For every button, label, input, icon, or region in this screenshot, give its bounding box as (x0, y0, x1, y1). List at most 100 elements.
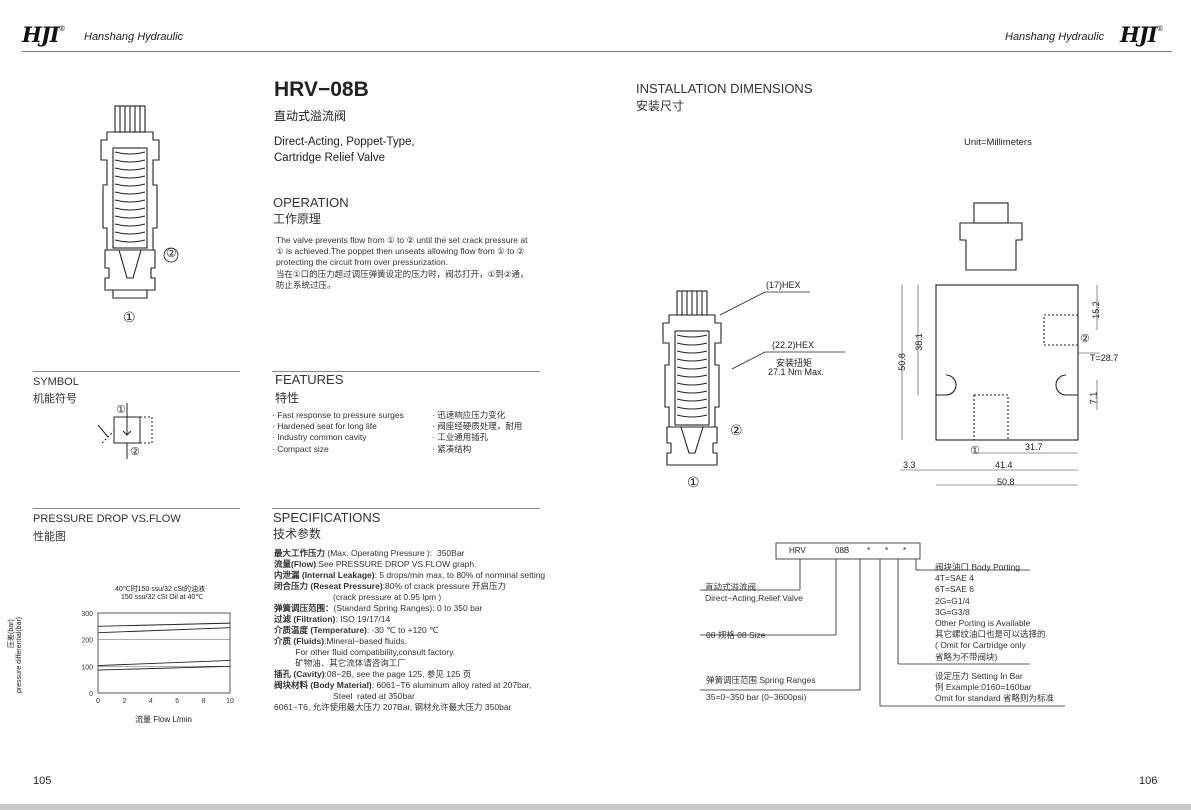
dim-38-1: 38.1 (913, 333, 924, 351)
x-tick-label: 4 (149, 698, 153, 705)
cutaway-drawing-left (100, 105, 179, 299)
product-model: HRV−08B (274, 78, 369, 101)
chart-ylabel-en: pressure differential(bar) (16, 616, 23, 693)
body-port-2: ② (1080, 333, 1090, 345)
hex-17-label: (17)HEX (766, 280, 801, 290)
spec-row: For other fluid compatibility,consult fa… (274, 647, 456, 657)
dim-31-7: 31.7 (1025, 442, 1043, 452)
dim-7-1: 7.1 (1088, 391, 1099, 405)
order-code-4: * (903, 546, 907, 555)
order-code-2: * (867, 546, 871, 555)
hex-leaders (720, 291, 845, 370)
y-tick-label: 200 (81, 638, 93, 645)
order-size: 08 规格 08 Size (706, 630, 766, 640)
operation-title: OPERATION (273, 195, 349, 210)
symbol-rule (33, 371, 240, 372)
y-tick-label: 0 (89, 691, 93, 698)
x-tick-label: 2 (122, 698, 126, 705)
symbol-title: SYMBOL (33, 376, 79, 388)
order-setting: 设定压力 Setting In Bar 例 Example:0160=160ba… (935, 671, 1055, 704)
brand-logo-right: HJI® (1120, 22, 1164, 47)
dim-3-3: 3.3 (903, 460, 916, 470)
ordering-code-diagram (700, 542, 1065, 707)
list-item: · 阀座经硬质处理，耐用 (432, 421, 523, 432)
series-line-0 (97, 622, 231, 627)
cutaway-port-1-label: ① (123, 309, 136, 325)
spec-row: 闭合压力 (Reseat Pressure):80% of crack pres… (274, 581, 506, 591)
torque-label: 27.1 Nm Max. (768, 367, 825, 377)
spec-row: 介质温度 (Temperature): -30 ℃ to +120 ℃ (274, 625, 439, 635)
chart-ylabel-zh: 压差(bar) (8, 619, 15, 648)
operation-title-zh: 工作原理 (273, 212, 322, 226)
spec-row: 插孔 (Cavity):08−2B, see the page 125, 参见 … (274, 669, 472, 679)
product-name-zh: 直动式溢流阀 (274, 109, 347, 123)
header-divider (22, 51, 1172, 52)
brand-logo-left: HJI® (22, 22, 66, 47)
series-line-3 (97, 665, 231, 671)
dim-t-28-7: T=28.7 (1090, 353, 1119, 363)
product-desc-1: Direct-Acting, Poppet-Type, (274, 136, 415, 148)
y-tick-label: 100 (81, 664, 93, 671)
list-item: · Compact size (272, 443, 329, 454)
pressure-drop-title-zh: 性能图 (33, 531, 66, 543)
unit-label: Unit=Millimeters (964, 137, 1032, 148)
hex-22-label: (22.2)HEX (772, 340, 815, 350)
spec-row: 流量(Flow):See PRESSURE DROP VS.FLOW graph… (274, 559, 477, 569)
operation-text: The valve prevents flow from ① to ② unti… (276, 235, 529, 290)
footer-bar (0, 804, 1191, 810)
pressure-drop-rule (33, 508, 240, 509)
series-line-2 (97, 660, 231, 666)
list-item: · 工业通用插孔 (432, 432, 489, 443)
page-number-left: 105 (33, 775, 52, 787)
x-tick-label: 8 (202, 698, 206, 705)
list-item: · Hardened seat for long life (272, 421, 377, 432)
features-list-en: · Fast response to pressure surges · Har… (272, 410, 404, 455)
features-rule (272, 371, 540, 372)
order-code-1: 08B (835, 546, 850, 555)
chart-xlabel: 流量 Flow L/min (135, 715, 192, 724)
spec-rule (272, 508, 540, 509)
spec-row: 弹簧调压范围：(Standard Spring Ranges): 0 to 35… (274, 603, 483, 613)
brand-name-left: Hanshang Hydraulic (84, 31, 184, 43)
dim-50-8-v: 50.8 (896, 353, 907, 371)
pressure-drop-title: PRESSURE DROP VS.FLOW (33, 513, 181, 525)
hydraulic-symbol (97, 403, 153, 459)
spec-row: 6061−T6, 允许使用最大压力 207Bar, 钢材允许最大压力 350ba… (274, 702, 512, 712)
page-number-right: 106 (1139, 775, 1158, 787)
body-dimension-drawing (900, 202, 1100, 486)
install-port-1: ① (687, 474, 700, 490)
spec-row: 阀块材料 (Body Material): 6061−T6 aluminum a… (274, 680, 532, 690)
symbol-title-zh: 机能符号 (33, 393, 77, 405)
x-tick-label: 10 (226, 698, 234, 705)
chart-note-zh: 40℃时150 ssu/32 cSt的油液 (115, 586, 205, 593)
cutaway-port-2-label: ② (166, 246, 177, 260)
list-item: · 迅速响应压力变化 (432, 410, 506, 420)
x-tick-label: 0 (96, 698, 100, 705)
order-porting: 阀块油口 Body Porting 4T=SAE 4 6T=SAE 6 2G=G… (935, 562, 1046, 662)
symbol-port-1: ① (116, 404, 126, 416)
spec-title: SPECIFICATIONS (273, 510, 381, 525)
spec-row: 最大工作压力 (Max. Operating Pressure ): 350Ba… (274, 548, 465, 558)
dim-50-8-h: 50.8 (997, 477, 1015, 487)
spec-row: 介质 (Fluids):Mineral−based fluids. (274, 636, 407, 646)
series-line-1 (97, 627, 231, 634)
brand-name-right: Hanshang Hydraulic (1005, 31, 1105, 43)
install-title: INSTALLATION DIMENSIONS (636, 81, 813, 96)
y-tick-label: 300 (81, 611, 93, 618)
order-code-0: HRV (789, 546, 806, 555)
torque-zh-label: 安装扭矩 (776, 358, 813, 368)
x-tick-label: 6 (175, 698, 179, 705)
spec-title-zh: 技术参数 (273, 527, 322, 541)
pressure-drop-chart: 0 100 200 300 0 2 4 6 8 10 (81, 611, 234, 705)
spec-row: Steel rated at 350bar (274, 691, 415, 701)
spec-row: 内泄漏 (Internal Leakage): 5 drops/min max.… (274, 570, 546, 580)
install-port-2: ② (730, 422, 743, 438)
list-item: · Fast response to pressure surges (272, 410, 404, 420)
features-title-zh: 特性 (275, 391, 300, 405)
spec-row: 矿物油．其它流体请咨询工厂 (274, 658, 406, 668)
features-list-zh: · 迅速响应压力变化 · 阀座经硬质处理，耐用 · 工业通用插孔 · 紧凑结构 (432, 410, 522, 455)
product-desc-2: Cartridge Relief Valve (274, 152, 386, 164)
list-item: · Industry common cavity (272, 432, 367, 443)
